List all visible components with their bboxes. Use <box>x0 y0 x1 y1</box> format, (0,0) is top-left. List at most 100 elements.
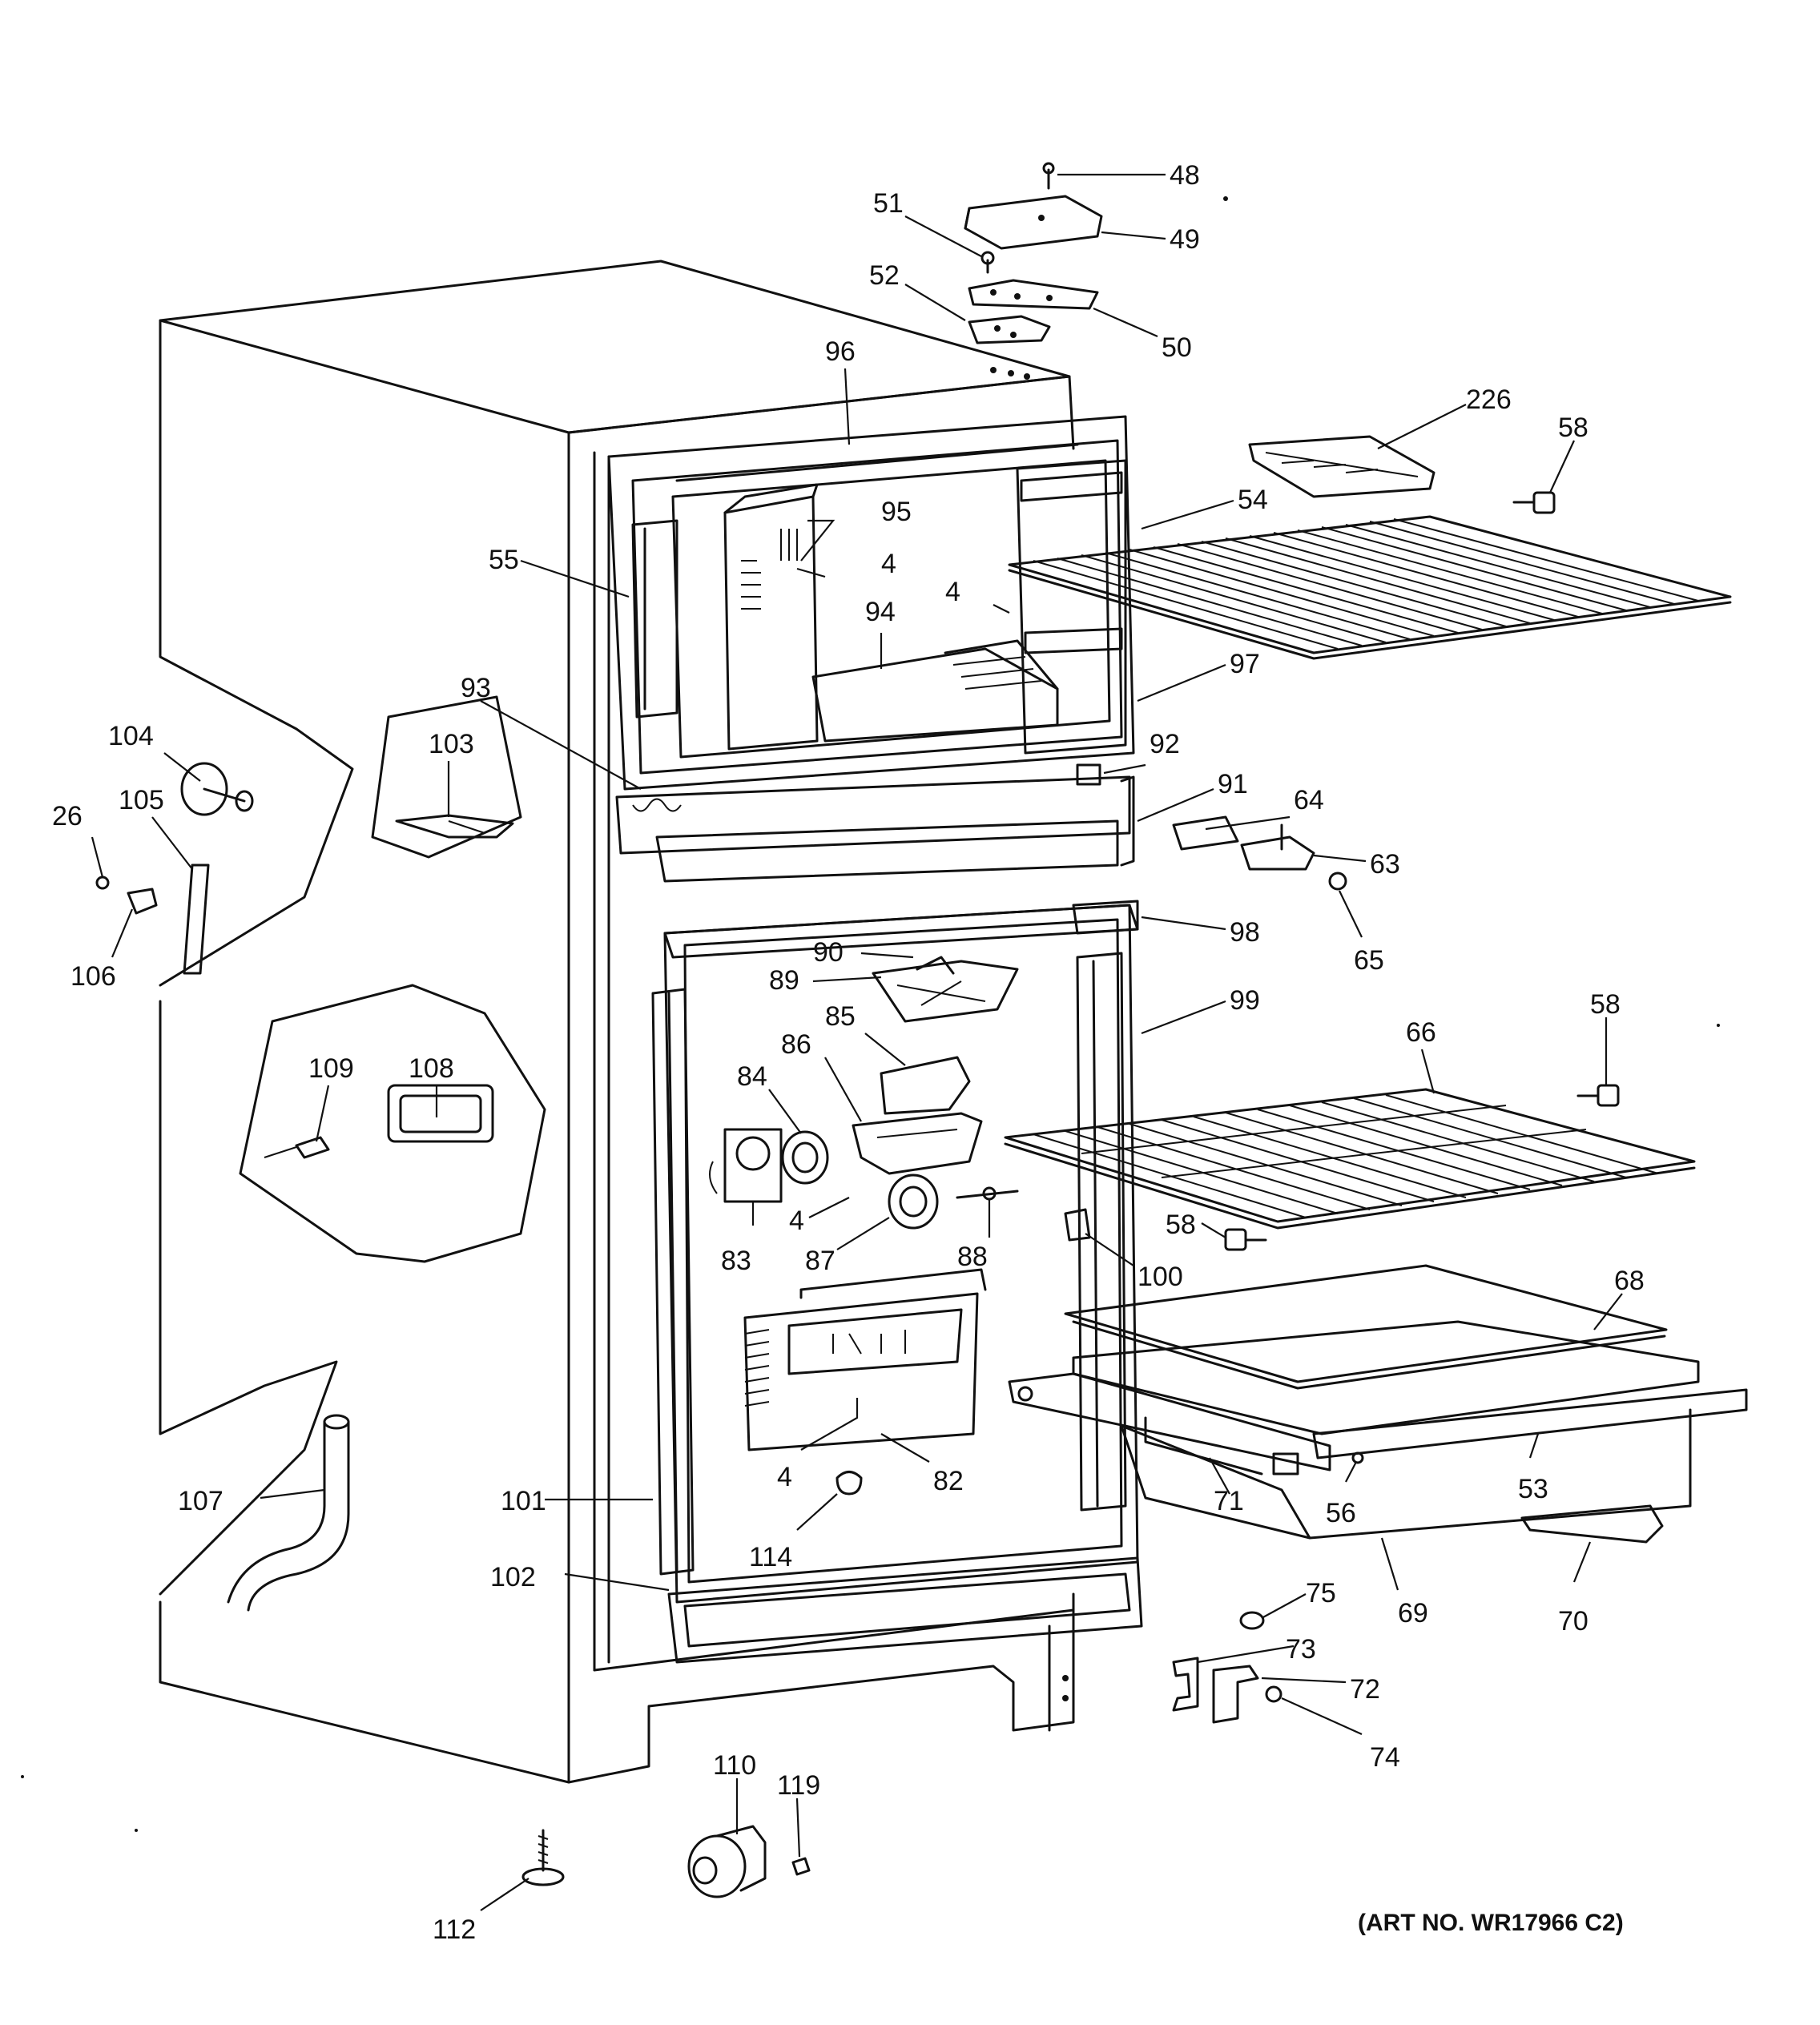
callout-119: 119 <box>777 1770 820 1801</box>
mullion <box>615 775 1135 883</box>
screw-26 <box>95 876 110 890</box>
hinge-cover <box>964 195 1103 250</box>
callout-70: 70 <box>1558 1606 1588 1637</box>
callout-98: 98 <box>1230 917 1260 948</box>
callout-56: 56 <box>1326 1498 1356 1528</box>
callout-75: 75 <box>1306 1578 1336 1608</box>
callout-69: 69 <box>1398 1598 1428 1628</box>
compressor-relay <box>687 1825 767 1898</box>
callout-4-shield: 4 <box>777 1462 792 1492</box>
callout-53: 53 <box>1518 1474 1548 1504</box>
callout-65: 65 <box>1354 945 1384 976</box>
callout-labels: 48 49 51 52 50 96 226 58 54 95 55 4 4 94… <box>52 160 1645 1945</box>
callout-52: 52 <box>869 260 900 291</box>
callout-108: 108 <box>409 1053 454 1084</box>
heater-inset <box>371 695 522 859</box>
door-stop <box>1076 763 1101 786</box>
switch-inset <box>239 984 546 1263</box>
freezer-liner <box>607 415 1135 791</box>
callout-110: 110 <box>713 1750 756 1781</box>
callout-93: 93 <box>461 673 491 703</box>
callout-94: 94 <box>865 597 896 627</box>
callout-101: 101 <box>501 1486 546 1516</box>
callout-95: 95 <box>881 497 912 527</box>
callout-92: 92 <box>1150 729 1180 759</box>
callout-66: 66 <box>1406 1017 1436 1048</box>
callout-226: 226 <box>1466 384 1512 415</box>
callout-106: 106 <box>70 961 116 992</box>
screw-119 <box>791 1857 811 1876</box>
callout-50: 50 <box>1162 332 1192 363</box>
light-shield <box>743 1268 987 1451</box>
fresh-food-wire-shelf <box>1004 1088 1696 1230</box>
callout-100: 100 <box>1138 1262 1183 1292</box>
drain-hose <box>227 1414 350 1612</box>
control-knob <box>888 1174 1019 1230</box>
cabinet-body <box>159 260 1075 1784</box>
crisper-drawer <box>1008 1320 1748 1540</box>
center-hinge <box>1172 815 1347 891</box>
callout-88: 88 <box>957 1242 988 1272</box>
shelf-bracket <box>1064 1208 1091 1242</box>
art-number: (ART NO. WR17966 C2) <box>1358 1910 1624 1936</box>
defrost-drain-fitting <box>180 762 254 816</box>
callout-72: 72 <box>1350 1674 1380 1705</box>
callout-4-freezer-right: 4 <box>945 577 960 607</box>
shelf-stud-58b <box>1576 1084 1620 1107</box>
hinge-shim <box>968 315 1051 344</box>
drawer-slide <box>1520 1504 1664 1544</box>
drain-tube <box>183 864 210 975</box>
callout-51: 51 <box>873 188 904 219</box>
callout-90: 90 <box>813 937 844 968</box>
callout-107: 107 <box>178 1486 223 1516</box>
callout-54: 54 <box>1238 485 1268 515</box>
light-socket-assembly <box>872 956 1019 1023</box>
ice-tray <box>1248 435 1435 498</box>
callout-58-top: 58 <box>1558 413 1588 443</box>
crisper-cover <box>1064 1264 1668 1390</box>
temperature-control <box>709 1128 829 1203</box>
callout-89: 89 <box>769 965 799 996</box>
callout-91: 91 <box>1218 769 1248 799</box>
callout-74: 74 <box>1370 1742 1400 1773</box>
callout-55: 55 <box>489 545 519 575</box>
leader-lines <box>91 173 1623 1911</box>
freezer-wire-shelf <box>1008 515 1732 660</box>
callout-97: 97 <box>1230 649 1260 679</box>
callout-58-middle: 58 <box>1590 989 1621 1020</box>
callout-26: 26 <box>52 801 83 831</box>
tube-clip <box>127 888 158 915</box>
callout-87: 87 <box>805 1246 836 1276</box>
shelf-stud-58c <box>1224 1228 1267 1251</box>
callout-84: 84 <box>737 1061 767 1092</box>
callout-82: 82 <box>933 1466 964 1496</box>
callout-83: 83 <box>721 1246 751 1276</box>
callout-73: 73 <box>1286 1634 1316 1665</box>
callout-85: 85 <box>825 1001 856 1032</box>
screw-48 <box>1042 162 1055 190</box>
callout-114: 114 <box>749 1542 792 1572</box>
callout-4-control: 4 <box>789 1206 804 1236</box>
callout-99: 99 <box>1230 985 1260 1016</box>
callout-103: 103 <box>429 729 474 759</box>
callout-63: 63 <box>1370 849 1400 880</box>
shelf-stud-58a <box>1512 491 1556 514</box>
screw-51 <box>980 251 995 274</box>
callout-48: 48 <box>1170 160 1200 191</box>
callout-64: 64 <box>1294 785 1324 815</box>
top-hinge <box>968 279 1099 310</box>
callout-68: 68 <box>1614 1266 1645 1296</box>
screw-56 <box>1351 1451 1364 1464</box>
leveling-leg <box>521 1829 565 1886</box>
lower-hinge <box>1172 1611 1282 1724</box>
callout-109: 109 <box>308 1053 354 1084</box>
callout-86: 86 <box>781 1029 811 1060</box>
light-bulb <box>836 1471 863 1496</box>
callout-102: 102 <box>490 1562 536 1592</box>
callout-71: 71 <box>1214 1486 1244 1516</box>
callout-4-freezer-left: 4 <box>881 549 896 579</box>
callout-49: 49 <box>1170 224 1200 255</box>
callout-58-lower: 58 <box>1166 1210 1196 1240</box>
callout-112: 112 <box>433 1914 476 1945</box>
